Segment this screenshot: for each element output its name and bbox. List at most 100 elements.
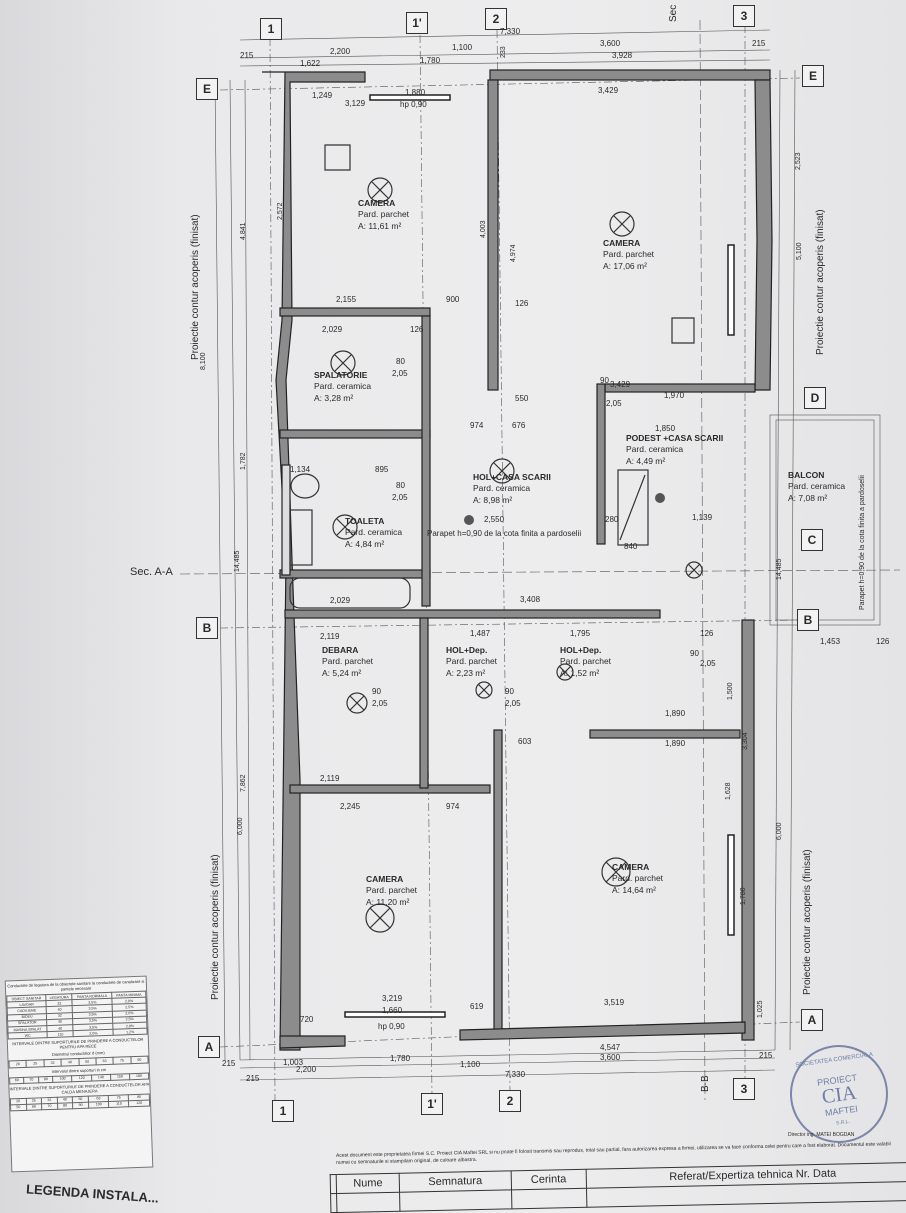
section-aa-label: Sec. A-A bbox=[130, 566, 173, 578]
dimension-label: 1,134 bbox=[290, 465, 311, 474]
roof-outline-label: Proiectie contur acoperis (finisat) bbox=[802, 849, 813, 995]
dimension-label: 2,029 bbox=[330, 596, 351, 605]
dimension-label: 720 bbox=[300, 1015, 314, 1024]
room-floor: Pard. parchet bbox=[612, 873, 664, 884]
dimension-label: 2,550 bbox=[484, 515, 505, 524]
dimension-label: 280 bbox=[605, 515, 619, 524]
dimension-label: 840 bbox=[624, 542, 638, 551]
dimension-label: 1,780 bbox=[420, 56, 441, 65]
room-area: A: 2,23 m² bbox=[446, 667, 486, 678]
balcony-parapet-note: Parapet h=0,90 de la cota finita a pardo… bbox=[859, 475, 866, 610]
legend-cell: 60 bbox=[9, 1076, 25, 1084]
column-marker bbox=[464, 515, 474, 525]
dimension-label: 2,029 bbox=[322, 325, 343, 334]
dimension-label: 1,890 bbox=[665, 709, 686, 718]
dimension-label: 5,100 bbox=[796, 242, 803, 260]
dimension-label: 1,500 bbox=[727, 682, 734, 700]
grid-bubble-top-2: 2 bbox=[485, 8, 507, 30]
installation-legend-table: Conductele de legatura de la obiectele s… bbox=[4, 975, 154, 1173]
dimension-label: 1,795 bbox=[570, 629, 591, 638]
room-floor: Pard. ceramica bbox=[788, 481, 846, 492]
legend-cell: 60 bbox=[26, 1103, 42, 1111]
grid-bubble-bottom-1: 1 bbox=[272, 1100, 294, 1122]
roof-outline-label: Proiectie contur acoperis (finisat) bbox=[210, 854, 221, 1000]
dimension-label: 1,025 bbox=[757, 1000, 764, 1018]
door-size-label: 2,05 bbox=[372, 699, 388, 708]
legend-cell: 80 bbox=[57, 1102, 73, 1110]
dimension-label: 3,129 bbox=[345, 99, 366, 108]
legend-cell: 110 bbox=[47, 1030, 74, 1038]
door-size-label: 90 bbox=[372, 687, 381, 696]
dimension-label: 14,485 bbox=[234, 550, 241, 572]
legend-cell: 100 bbox=[88, 1101, 110, 1109]
dimension-label: 3,304 bbox=[742, 732, 749, 750]
door-size-label: 90 bbox=[690, 649, 699, 658]
dimension-label: 2,523 bbox=[795, 152, 802, 170]
dimension-label: 6,000 bbox=[776, 822, 783, 840]
grid-bubble-right-C: C bbox=[801, 529, 823, 551]
dimension-label: 2,119 bbox=[320, 774, 340, 783]
legend-cell: 140 bbox=[91, 1073, 111, 1081]
dimension-label: 1,782 bbox=[240, 452, 247, 470]
legend-cell: 70 bbox=[24, 1076, 39, 1084]
room-floor: Pard. ceramica bbox=[626, 444, 684, 455]
room-area: A: 14,64 m² bbox=[612, 884, 656, 895]
dimension-label: 895 bbox=[375, 465, 389, 474]
room-name: TOALETA bbox=[345, 516, 385, 526]
roof-outline-label: Proiectie contur acoperis (finisat) bbox=[190, 214, 201, 360]
room-name: CAMERA bbox=[366, 874, 404, 884]
room-name: PODEST +CASA SCARII bbox=[626, 433, 724, 443]
legend-cell: 50 bbox=[78, 1058, 97, 1066]
dimension-label: 974 bbox=[470, 421, 484, 430]
room-name: HOL+Dep. bbox=[446, 645, 488, 655]
legend-cell: Cerinta bbox=[510, 1169, 587, 1190]
dimension-label: 1,660 bbox=[382, 1006, 403, 1015]
dimension-label: 3,519 bbox=[604, 998, 625, 1007]
legend-cell: 25 bbox=[26, 1060, 44, 1067]
dimension-label: 4,547 bbox=[600, 1043, 621, 1052]
legend-cell: 63 bbox=[95, 1057, 114, 1065]
dimension-label: 1,880 bbox=[405, 88, 426, 97]
room-area: A: 4,84 m² bbox=[345, 538, 385, 549]
dimension-label: 676 bbox=[512, 421, 526, 430]
dimension-label: 14,485 bbox=[776, 558, 783, 580]
room-area: A: 5,24 m² bbox=[322, 667, 362, 678]
dimension-label: 1,780 bbox=[740, 887, 747, 905]
room-area: A: 17,06 m² bbox=[603, 260, 647, 271]
dimension-label: 3,600 bbox=[600, 1053, 621, 1062]
room-floor: Pard. parchet bbox=[560, 656, 612, 667]
dimension-label: 2,572 bbox=[277, 202, 284, 220]
walls bbox=[262, 69, 773, 1051]
grid-bubble-bottom-3: 3 bbox=[733, 1078, 755, 1100]
door-size-label: 2,05 bbox=[606, 399, 622, 408]
dimension-label: 7,862 bbox=[240, 774, 247, 792]
dimension-label: 603 bbox=[518, 737, 532, 746]
dimension-label: 1,139 bbox=[692, 513, 713, 522]
legend-cell: 1,2% bbox=[113, 1028, 148, 1036]
dimension-label: 215 bbox=[222, 1059, 236, 1068]
dimension-label: 6,000 bbox=[237, 817, 244, 835]
dimension-label: 2,200 bbox=[296, 1065, 317, 1074]
grid-bubble-top-1prime: 1' bbox=[406, 12, 428, 34]
door-size-label: 80 bbox=[396, 357, 405, 366]
room-name: CAMERA bbox=[612, 862, 650, 872]
windows bbox=[344, 94, 735, 1018]
door-size-label: 80 bbox=[396, 481, 405, 490]
legend-cell: WC bbox=[8, 1031, 48, 1040]
dimension-label: 7,330 bbox=[505, 1070, 526, 1079]
dimension-label: 1,100 bbox=[460, 1060, 481, 1069]
room-floor: Pard. ceramica bbox=[345, 527, 403, 538]
room-floor: Pard. ceramica bbox=[314, 381, 372, 392]
room-floor: Pard. parchet bbox=[446, 656, 498, 667]
dimension-label: 7,330 bbox=[500, 27, 521, 36]
roof-outline-label: Proiectie contur acoperis (finisat) bbox=[815, 209, 826, 355]
legend-cell: 150 bbox=[110, 1073, 130, 1081]
door-size-label: 2,05 bbox=[505, 699, 521, 708]
legend-cell: 20 bbox=[9, 1060, 27, 1068]
legend-cell: 90 bbox=[72, 1102, 89, 1109]
legend-cell: Semnatura bbox=[399, 1170, 512, 1193]
